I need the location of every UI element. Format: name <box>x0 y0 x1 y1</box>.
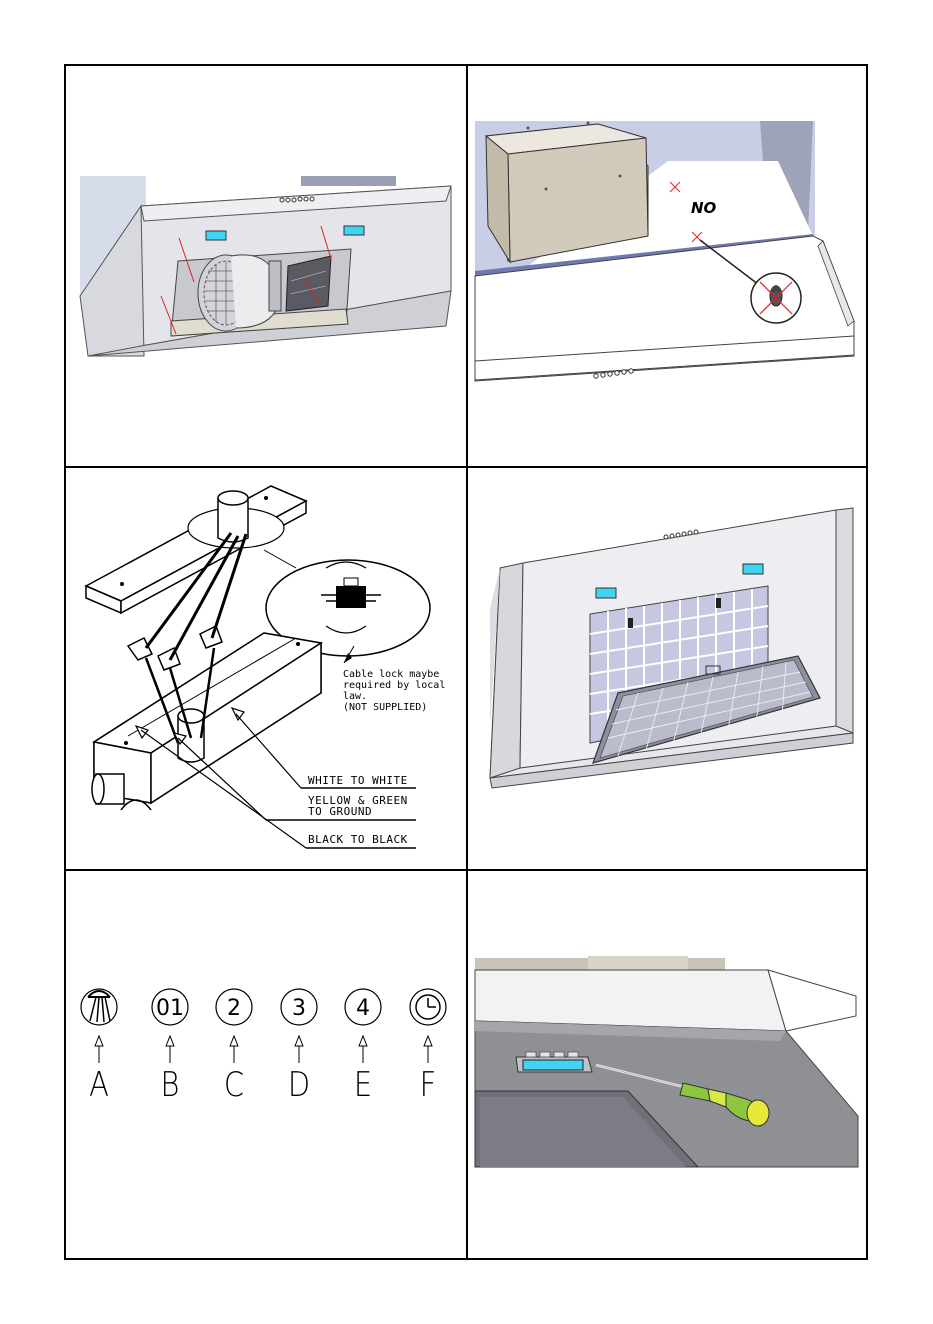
control-e-label: 4 <box>356 996 370 1021</box>
control-letter-c: C <box>213 1065 256 1105</box>
panel-grease-filter <box>468 468 866 869</box>
no-label: NO <box>691 199 716 217</box>
panel-light-cover <box>468 871 866 1260</box>
wire-black-label: BLACK TO BLACK <box>308 833 408 846</box>
wire-white-label: WHITE TO WHITE <box>308 774 408 787</box>
instruction-sheet: NO <box>64 64 868 1260</box>
cable-note-line-2: required by local <box>343 680 445 691</box>
fan-motor-illustration <box>66 66 466 466</box>
control-letter-d: D <box>278 1065 321 1105</box>
cable-note-line-3: law. <box>343 691 367 702</box>
light-icon <box>88 991 110 1022</box>
panel-no-obstruction: NO <box>468 66 866 466</box>
control-d-label: 3 <box>292 996 306 1021</box>
timer-icon <box>416 995 440 1019</box>
hood-interior-illustration <box>468 66 866 466</box>
panel-fan-motor <box>66 66 466 466</box>
light-cover-illustration <box>468 871 866 1260</box>
cable-note-line-1: Cable lock maybe <box>343 669 439 680</box>
grease-filter-illustration <box>468 468 866 869</box>
wiring-diagram: Cable lock maybe required by local law. … <box>66 468 466 869</box>
wire-ground-label-2: TO GROUND <box>308 805 372 818</box>
control-letter-e: E <box>342 1065 385 1105</box>
cable-note-line-4: (NOT SUPPLIED) <box>343 702 427 713</box>
control-letter-b: B <box>149 1065 192 1105</box>
control-letter-a: A <box>78 1065 121 1105</box>
control-b-label: 01 <box>156 996 184 1021</box>
control-c-label: 2 <box>227 996 241 1021</box>
panel-wiring: Cable lock maybe required by local law. … <box>66 468 466 869</box>
control-letter-f: F <box>407 1065 450 1105</box>
panel-controls: 01 2 3 4 A B C D E F <box>66 871 466 1260</box>
